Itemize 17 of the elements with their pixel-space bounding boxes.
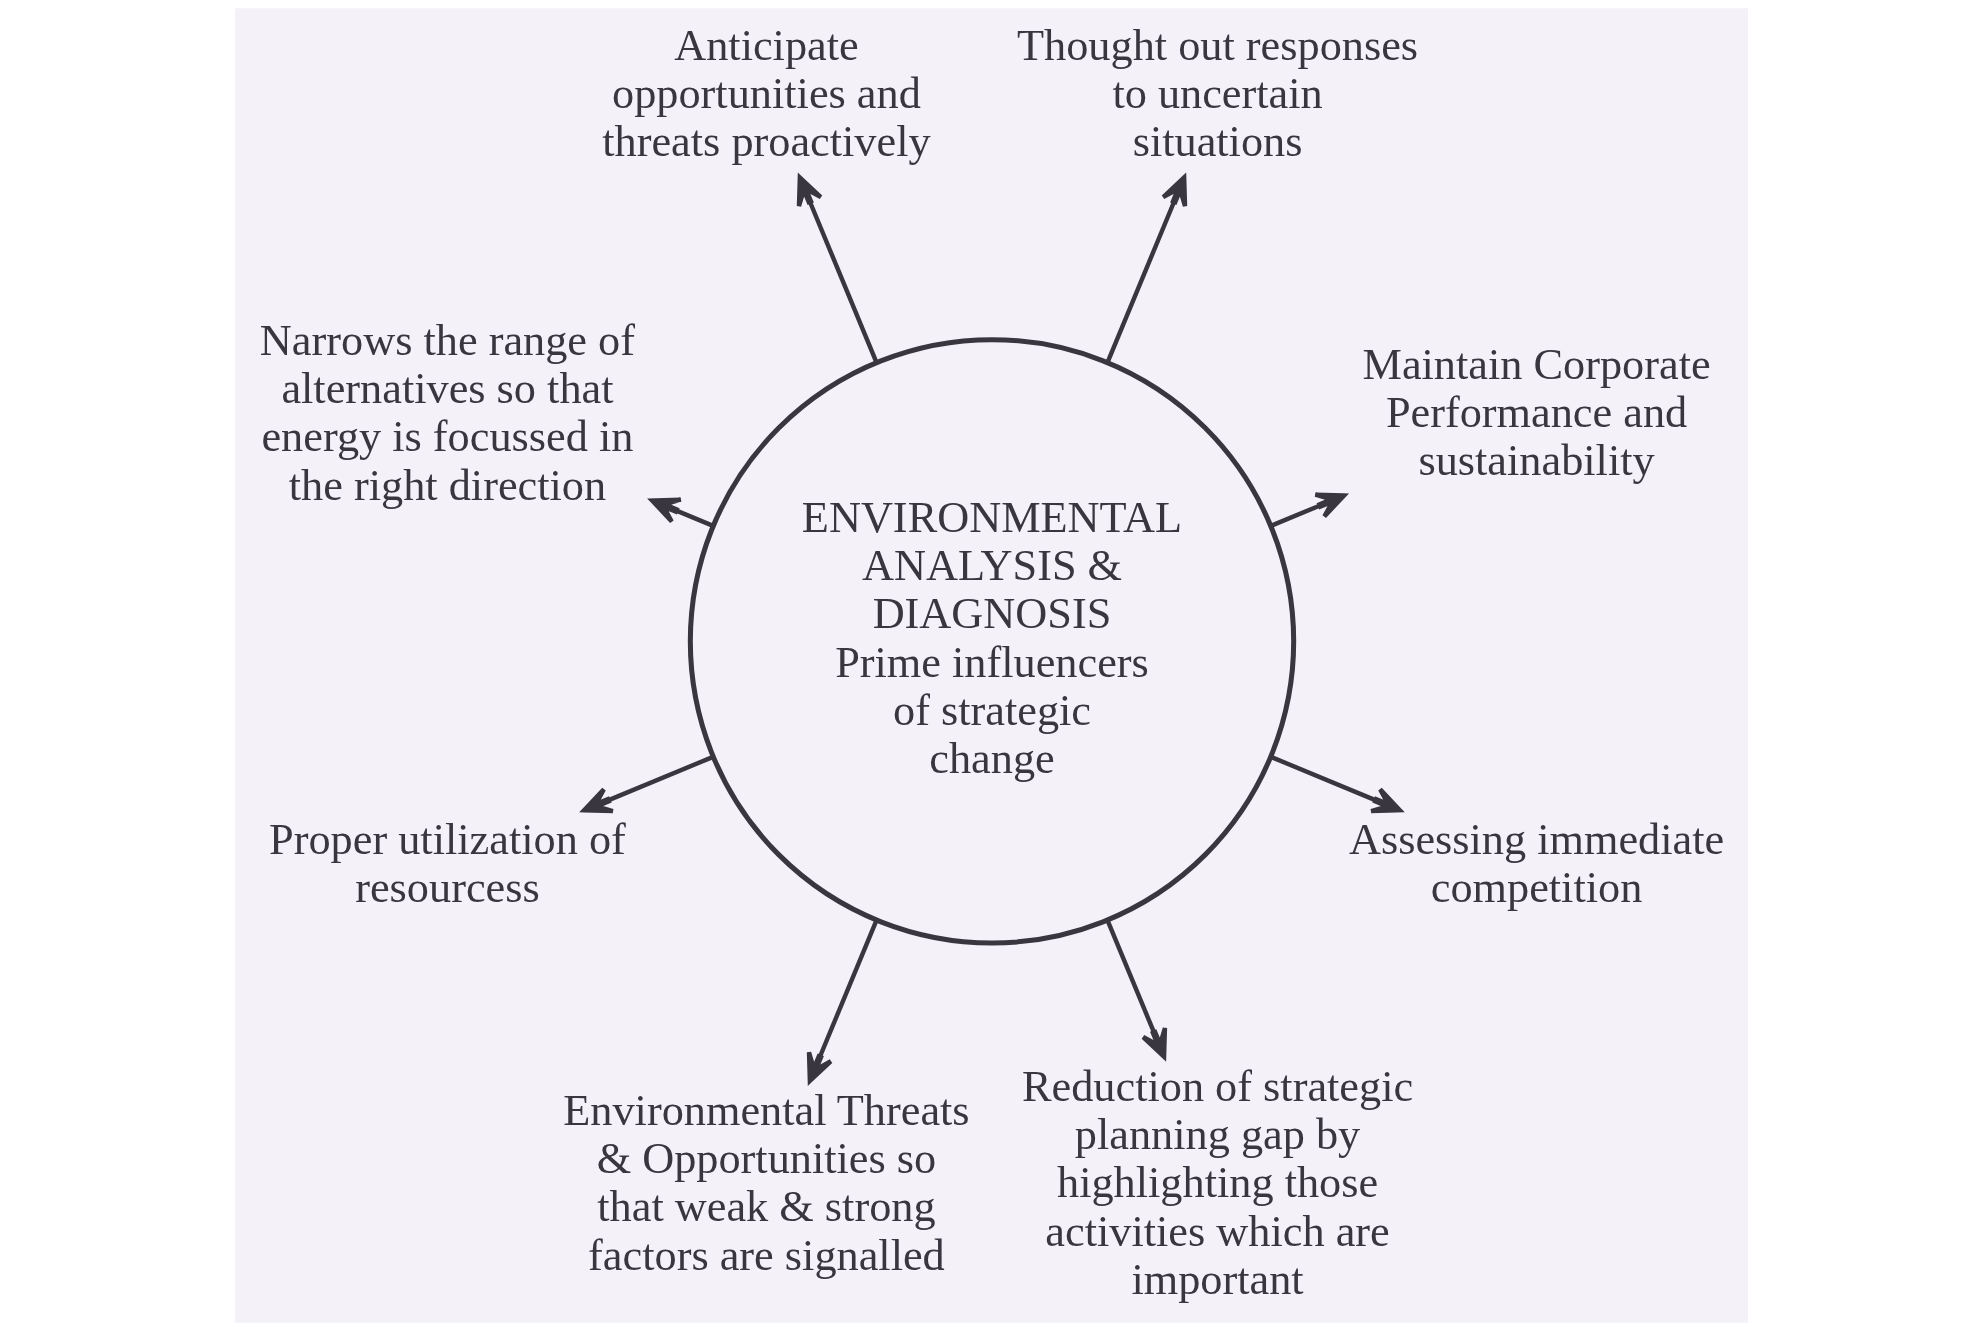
arrow	[1105, 919, 1167, 1059]
node-text: Thought out responses to uncertain situations	[1016, 20, 1418, 167]
arrow	[1270, 755, 1402, 814]
node-text: Narrows the range of alternatives so that energy is focussed in the right direction	[259, 315, 635, 510]
arrow	[1270, 492, 1346, 528]
arrow	[649, 497, 713, 528]
node-text: Maintain Corporate Performance and sustainability	[1362, 339, 1711, 486]
node-text: Reduction of strategic planning gap by highlighting those activities which are important	[1021, 1061, 1413, 1304]
arrow	[1105, 175, 1187, 363]
node-text: Proper utilization of resourcess	[268, 815, 626, 913]
node-text: Assessing immediate competition	[1348, 815, 1724, 913]
node-text: Anticipate opportunities and threats proactively	[601, 20, 931, 167]
arrow	[581, 755, 713, 814]
node-text: Environmental Threats & Opportunities so that weak & strong factors are signalled	[562, 1085, 970, 1280]
node-circle: ENVIRONMENTAL ANALYSIS & DIAGNOSIS Prime influencers of strategic change	[687, 337, 1296, 946]
arrow	[806, 919, 878, 1084]
arrow	[796, 175, 878, 363]
